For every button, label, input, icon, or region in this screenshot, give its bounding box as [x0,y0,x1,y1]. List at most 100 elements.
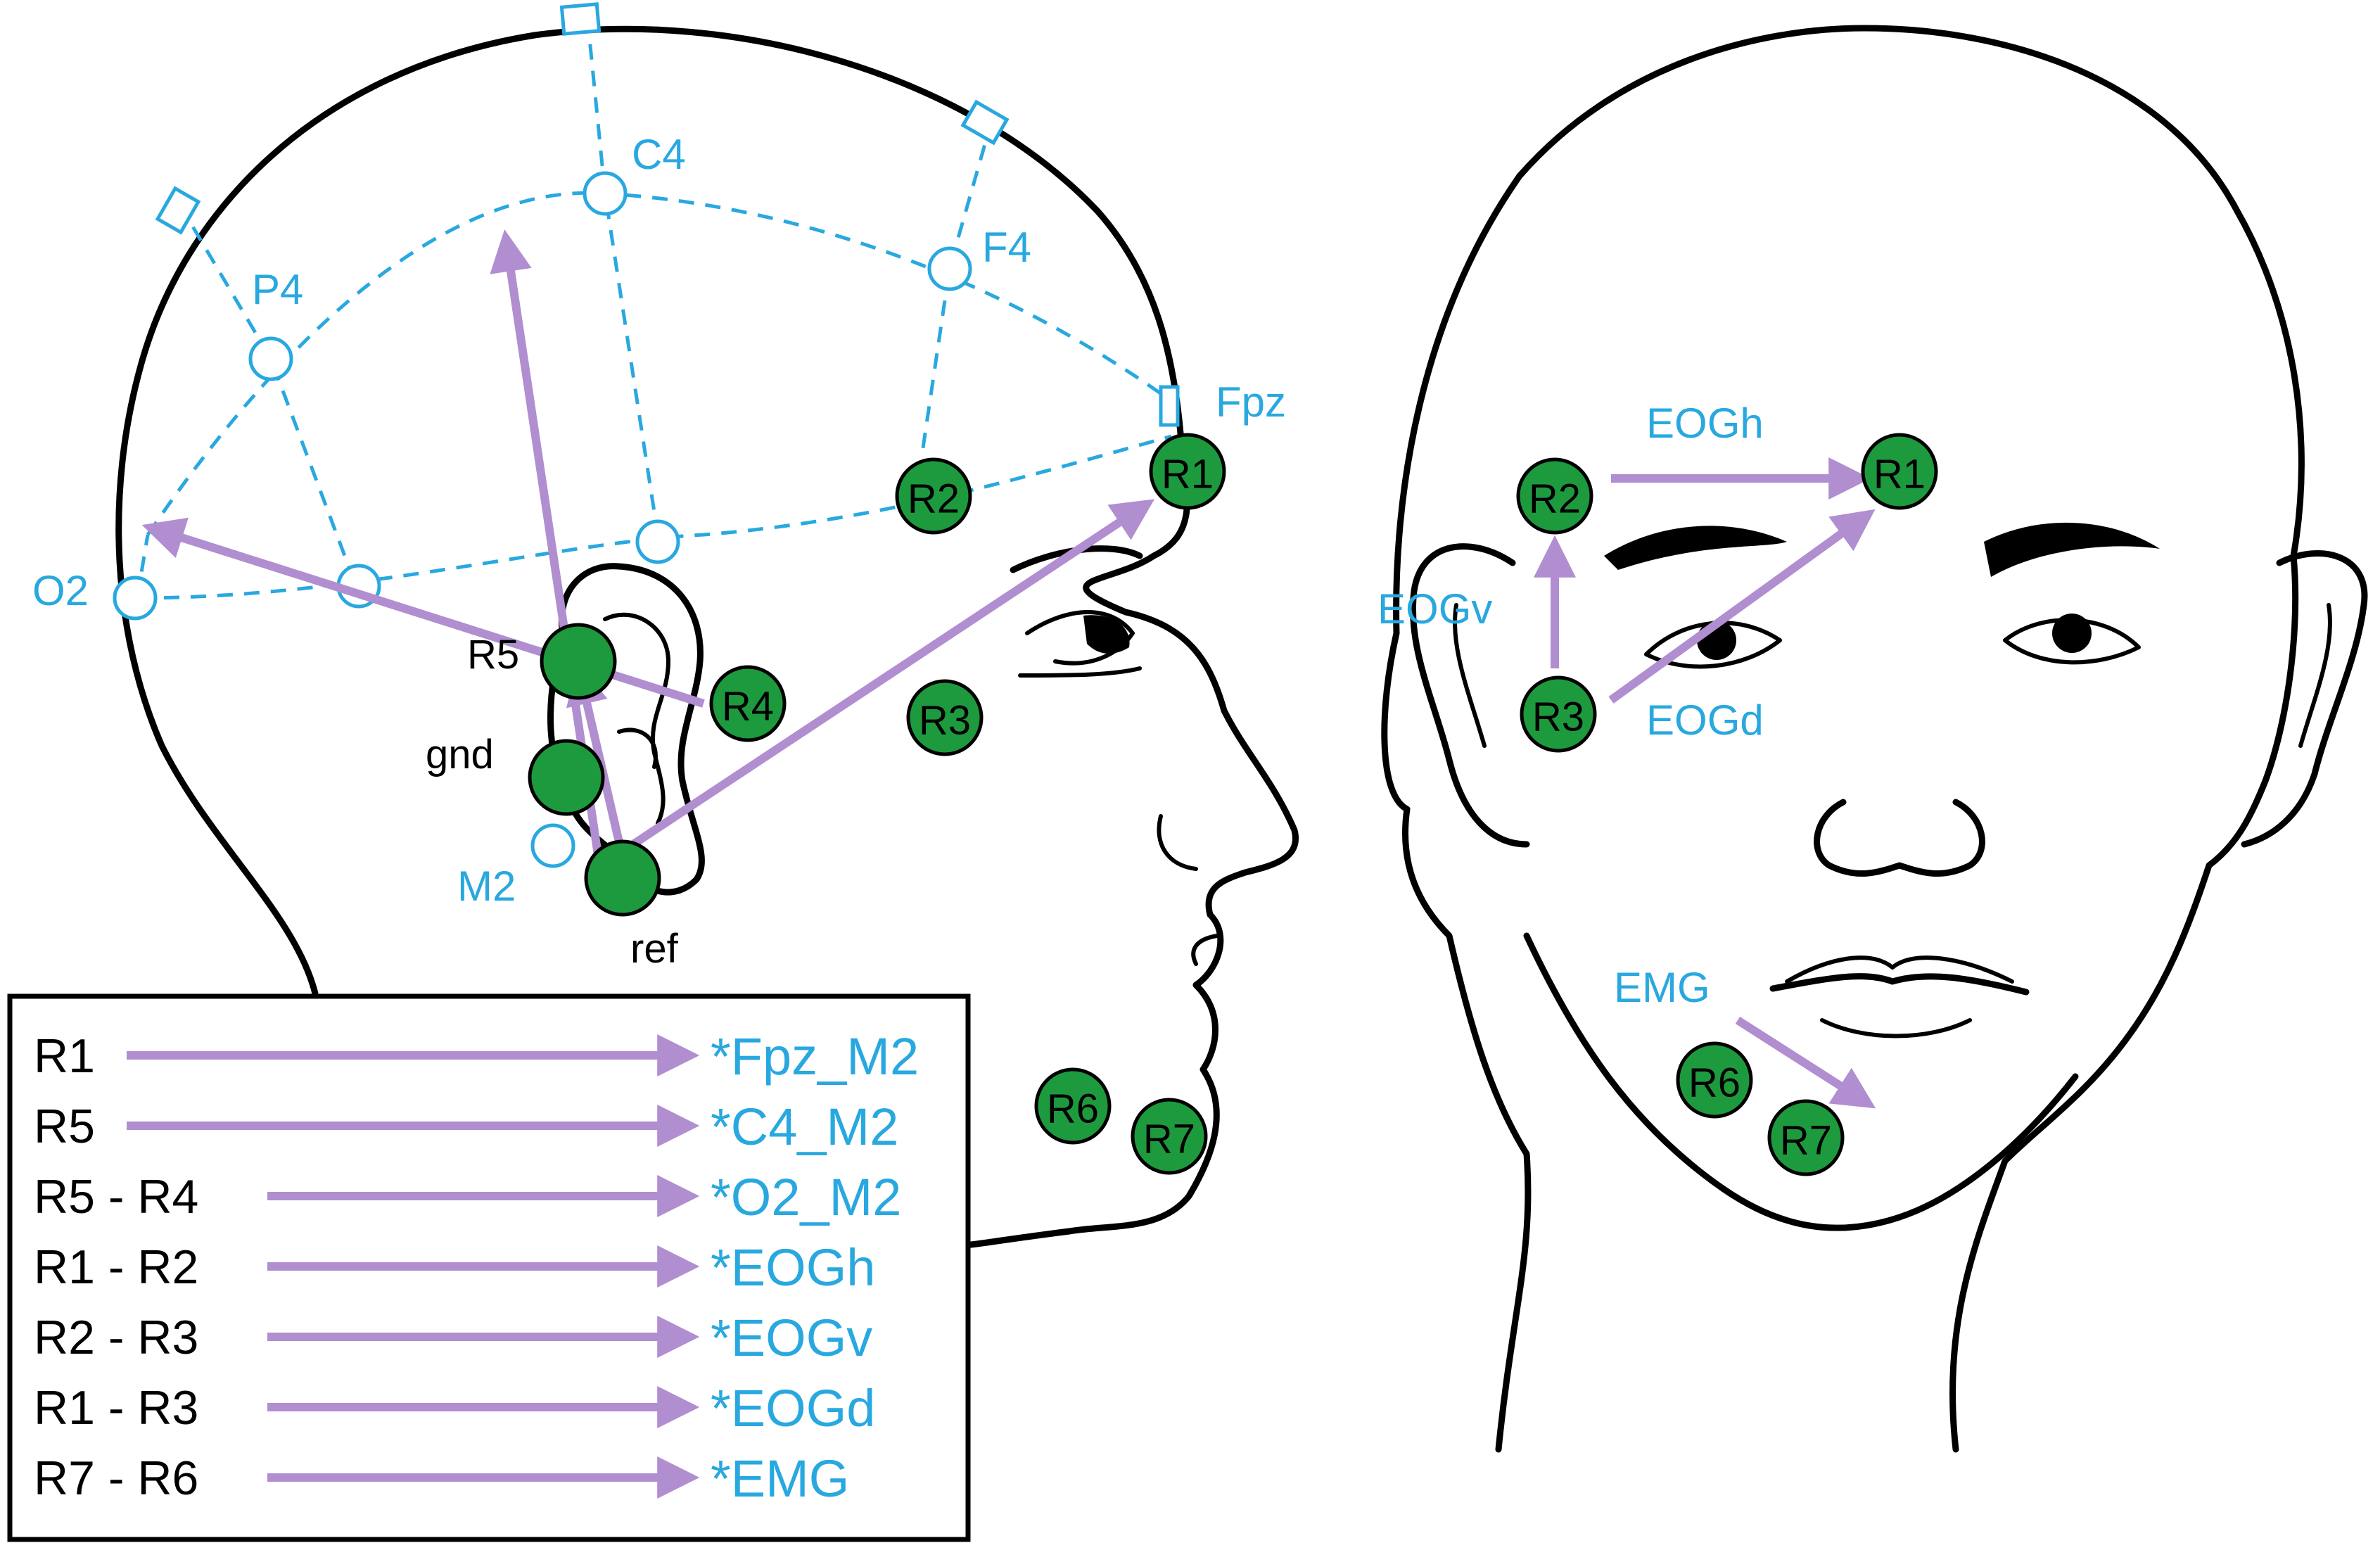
legend-row: R2 - R3 *EOGv [34,1309,872,1367]
site-label-c4: C4 [632,131,686,178]
legend-source: R5 - R4 [34,1170,198,1224]
electrode-r5-side [540,623,617,700]
legend-channel: *EOGv [711,1309,872,1367]
electrode-r3-front-label: R3 [1532,694,1584,740]
front-lower-lip [1820,1018,1972,1038]
site-label-m2: M2 [457,863,516,910]
electrode-r2-front: R2 [1516,457,1593,535]
side-lips [1191,934,1219,966]
derivation-label-emg: EMG [1614,964,1710,1011]
electrode-r7-front: R7 [1767,1099,1845,1176]
legend-source: R1 [34,1029,95,1083]
electrode-r1-side: R1 [1149,433,1226,510]
site-mid [635,519,680,564]
site-label-o2: O2 [32,567,89,614]
legend-row: R5 *C4_M2 [34,1098,898,1156]
electrode-r3-side-disc [906,679,984,756]
site-label-f4: F4 [982,224,1031,271]
flag-f4 [960,99,1010,146]
legend-row: R7 - R6 *EMG [34,1449,849,1508]
electrode-r7-side-label: R7 [1143,1117,1195,1162]
site-m2 [530,823,575,868]
derivation-label-eogd: EOGd [1646,697,1764,744]
front-eyebrow-left [1604,526,1787,570]
electrode-r4-side-label: R4 [722,684,774,730]
side-eyelid [1025,610,1135,666]
flag-fpz [1159,385,1180,427]
electrode-ref [584,839,661,917]
electrode-r2-side-label: R2 [908,476,960,522]
front-ear-right [2241,550,2368,848]
legend-source: R1 - R3 [34,1381,198,1435]
legend-channel: *O2_M2 [711,1168,901,1226]
side-ear-inner [603,612,670,825]
legend-source: R2 - R3 [34,1311,198,1364]
electrode-r1-front-disc [1861,433,1938,510]
front-head-outline [1381,25,2305,1453]
flag-p4 [155,186,201,235]
electrode-ref-disc [584,839,661,917]
site-c4 [583,171,628,216]
side-eye-lash [1018,666,1142,678]
electrode-r7-front-disc [1767,1099,1845,1176]
front-eye-left [1644,621,1782,669]
electrode-r6-side: R6 [1034,1067,1112,1145]
legend-row: R1 *Fpz_M2 [34,1027,919,1086]
electrode-r3-front: R3 [1520,675,1597,753]
legend-channel: *EMG [711,1449,849,1508]
site-label-fpz: Fpz [1216,379,1286,426]
label-gnd: gnd [426,732,494,777]
front-ear-left-inner [1453,603,1487,748]
site-label-p4: P4 [252,266,303,313]
guide-line-f4 [919,119,994,458]
front-pupil-right [2052,614,2092,653]
legend-row: R5 - R4 *O2_M2 [34,1168,901,1226]
guide-line-c4 [585,17,660,535]
front-eye-right [2003,618,2141,665]
electrode-r5-side-disc [540,623,617,700]
arrow-eogd [1608,509,1876,704]
derivation-label-eogh: EOGh [1646,400,1764,447]
electrode-r1-front-label: R1 [1873,452,1926,497]
electrode-r2-front-disc [1516,457,1593,535]
electrode-r1-side-disc [1149,433,1226,510]
site-f4 [927,246,972,291]
side-head-outline [115,25,1299,1249]
electrode-r4-side: R4 [709,665,787,742]
electrode-r6-front-disc [1676,1041,1753,1119]
front-head [1381,25,2368,1453]
legend-source: R1 - R2 [34,1240,198,1294]
electrode-r7-side-disc [1131,1098,1208,1175]
arrow-emg [1735,1016,1876,1109]
electrode-r6-front-label: R6 [1688,1060,1741,1106]
legend-source: R7 - R6 [34,1451,198,1505]
arrow-ref-to-fpz [630,499,1155,849]
site-o2 [113,576,158,621]
front-arrows [1534,457,1876,1109]
electrode-r6-side-disc [1034,1067,1112,1145]
derivation-label-eogv: EOGv [1377,585,1492,633]
electrode-r2-side-disc [895,457,972,535]
electrode-r1-front: R1 [1861,433,1938,510]
label-r5-side: R5 [467,632,519,678]
electrode-r2-front-label: R2 [1529,476,1581,522]
legend-channel: *Fpz_M2 [711,1027,919,1086]
legend-row: R1 - R3 *EOGd [34,1379,875,1437]
guide-line-p4 [177,203,357,585]
legend-channel: *C4_M2 [711,1098,898,1156]
side-sites [113,2,1180,868]
legend-channel: *EOGd [711,1379,875,1437]
front-nose [1814,799,1985,877]
legend-source: R5 [34,1100,95,1153]
label-ref: ref [630,926,679,972]
flag-c4 [559,2,602,36]
electrode-r7-front-label: R7 [1780,1118,1832,1164]
electrode-r3-side-label: R3 [919,698,971,744]
front-eyebrow-right [1984,522,2160,577]
